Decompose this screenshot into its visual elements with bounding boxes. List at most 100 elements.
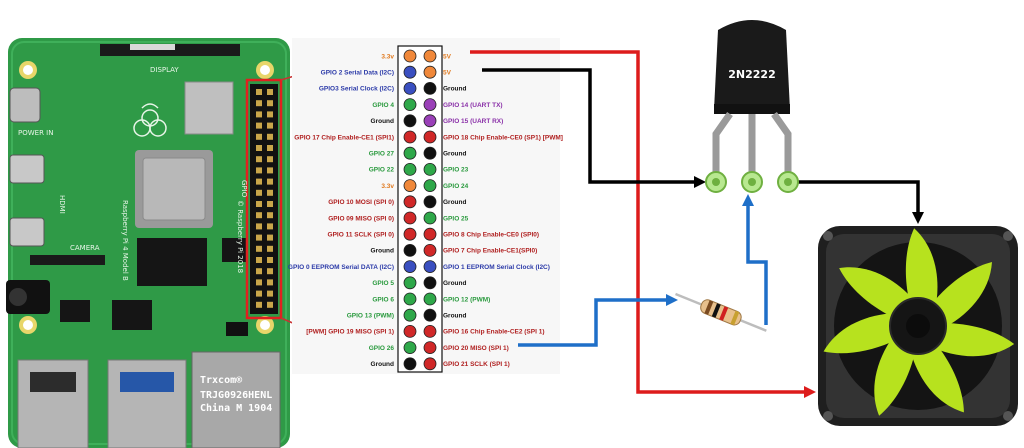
header-pin <box>267 189 273 196</box>
header-pin <box>256 167 262 174</box>
raspberry-logo-icon <box>133 103 167 137</box>
header-pin <box>256 223 262 230</box>
pin-left-37 <box>403 341 417 355</box>
pin-right-label: GPIO 15 (UART RX) <box>443 118 503 125</box>
transistor-body <box>714 20 790 110</box>
header-pin <box>267 212 273 219</box>
pin-right-label: Ground <box>443 313 466 320</box>
arrow-ground-emitter <box>694 176 706 188</box>
header-pin <box>256 212 262 219</box>
wires <box>470 50 924 398</box>
pin-right-label: GPIO 16 Chip Enable-CE2 (SPI 1) <box>443 329 545 336</box>
header-pin <box>267 234 273 241</box>
pin-left-11 <box>403 130 417 144</box>
gpio-label: GPIO <box>240 180 248 198</box>
header-pin <box>256 290 262 297</box>
model-label: Raspberry Pi 4 Model B <box>121 200 129 281</box>
pinout-frame <box>397 45 443 373</box>
pin-left-label: GPIO 11 SCLK (SPI 0) <box>328 232 394 239</box>
pin-right-32 <box>423 292 437 306</box>
header-pin <box>267 301 273 308</box>
display-label: DISPLAY <box>150 66 179 74</box>
pin-left-label: [PWM] GPIO 19 MISO (SPI 1) <box>306 329 394 336</box>
wire-5v-to-fan <box>470 50 812 394</box>
wire-gpio-to-resistor <box>518 298 672 347</box>
header-pin <box>256 178 262 185</box>
resistor <box>675 292 767 332</box>
pin-right-8 <box>423 98 437 111</box>
pin-left-5 <box>403 82 417 95</box>
pin-right-40 <box>423 357 437 371</box>
wire-ground-to-emitter <box>482 68 700 184</box>
pin-right-14 <box>423 146 437 160</box>
pin-right-label: GPIO 18 Chip Enable-CE0 (SP1) [PWM] <box>443 134 563 141</box>
pin-right-4 <box>423 65 437 79</box>
pin-right-label: GPIO 25 <box>443 215 469 222</box>
wire-resistor-to-base <box>746 200 768 325</box>
pin-right-label: Ground <box>443 199 466 206</box>
pin-left-label: GPIO 6 <box>372 296 394 303</box>
header-pin <box>267 122 273 129</box>
pin-left-23 <box>403 227 417 241</box>
pin-left-39 <box>403 357 417 371</box>
pin-left-label: GPIO 0 EEPROM Serial DATA (I2C) <box>288 264 394 271</box>
pin-right-34 <box>423 308 437 322</box>
pin-left-17 <box>403 179 417 193</box>
pin-left-7 <box>403 98 417 111</box>
arrow-5v-fan <box>804 386 816 398</box>
pin-left-label: GPIO 10 MOSI (SPI 0) <box>328 199 394 206</box>
pin-left-3 <box>403 65 417 79</box>
pin-right-label: GPIO 20 MISO (SPI 1) <box>443 345 509 352</box>
ethernet-port <box>191 351 281 448</box>
pin-right-label: GPIO 21 SCLK (SPI 1) <box>443 361 510 368</box>
camera-connector <box>30 255 105 265</box>
pin-left-21 <box>403 211 417 225</box>
pin-right-24 <box>423 227 437 241</box>
pin-left-label: GPIO 26 <box>369 345 395 352</box>
hdmi-port-1 <box>9 217 45 247</box>
header-pin <box>267 100 273 107</box>
header-pin <box>256 111 262 118</box>
pin-left-33 <box>403 308 417 322</box>
header-pin <box>267 111 273 118</box>
header-pin <box>256 100 262 107</box>
emitter-leg <box>712 111 733 182</box>
pin-right-28 <box>423 260 437 274</box>
ethernet-part-label: TRJG0926HENL <box>200 390 272 401</box>
pin-left-29 <box>403 276 417 290</box>
pin-left-label: 3.3v <box>381 53 394 60</box>
usb-c-power-port <box>9 87 41 123</box>
pin-right-label: GPIO 8 Chip Enable-CE0 (SPI0) <box>443 232 539 239</box>
pin-right-6 <box>423 82 437 95</box>
arrow-base <box>742 194 754 206</box>
pin-left-1 <box>403 49 417 63</box>
cooling-fan <box>818 226 1018 426</box>
poe-header <box>226 322 248 336</box>
pin-right-20 <box>423 195 437 209</box>
header-pin <box>267 178 273 185</box>
pin-left-label: Ground <box>371 118 394 125</box>
pin-right-label: Ground <box>443 151 466 158</box>
pin-left-19 <box>403 195 417 209</box>
header-pin <box>267 268 273 275</box>
header-pin <box>256 201 262 207</box>
pin-right-18 <box>423 179 437 193</box>
ethernet-brand-label: Trxcom® <box>200 375 243 386</box>
header-pin <box>267 89 273 95</box>
header-pin <box>267 133 273 140</box>
hdmi-label: HDMI <box>58 195 66 214</box>
power-in-label: POWER IN <box>18 129 53 137</box>
header-pin <box>267 201 273 207</box>
pin-left-label: GPIO 17 Chip Enable-CE1 (SPI1) <box>294 134 394 141</box>
arrow-gpio-resistor <box>666 294 678 306</box>
pin-right-label: GPIO 24 <box>443 183 469 190</box>
pin-left-label: GPIO 09 MISO (SPI 0) <box>328 215 394 222</box>
pin-left-label: Ground <box>371 248 394 255</box>
header-pin <box>267 257 273 263</box>
pin-left-15 <box>403 162 417 176</box>
ram-chip <box>137 238 207 286</box>
pin-left-label: Ground <box>371 361 394 368</box>
pin-right-label: GPIO 12 (PWM) <box>443 296 490 303</box>
